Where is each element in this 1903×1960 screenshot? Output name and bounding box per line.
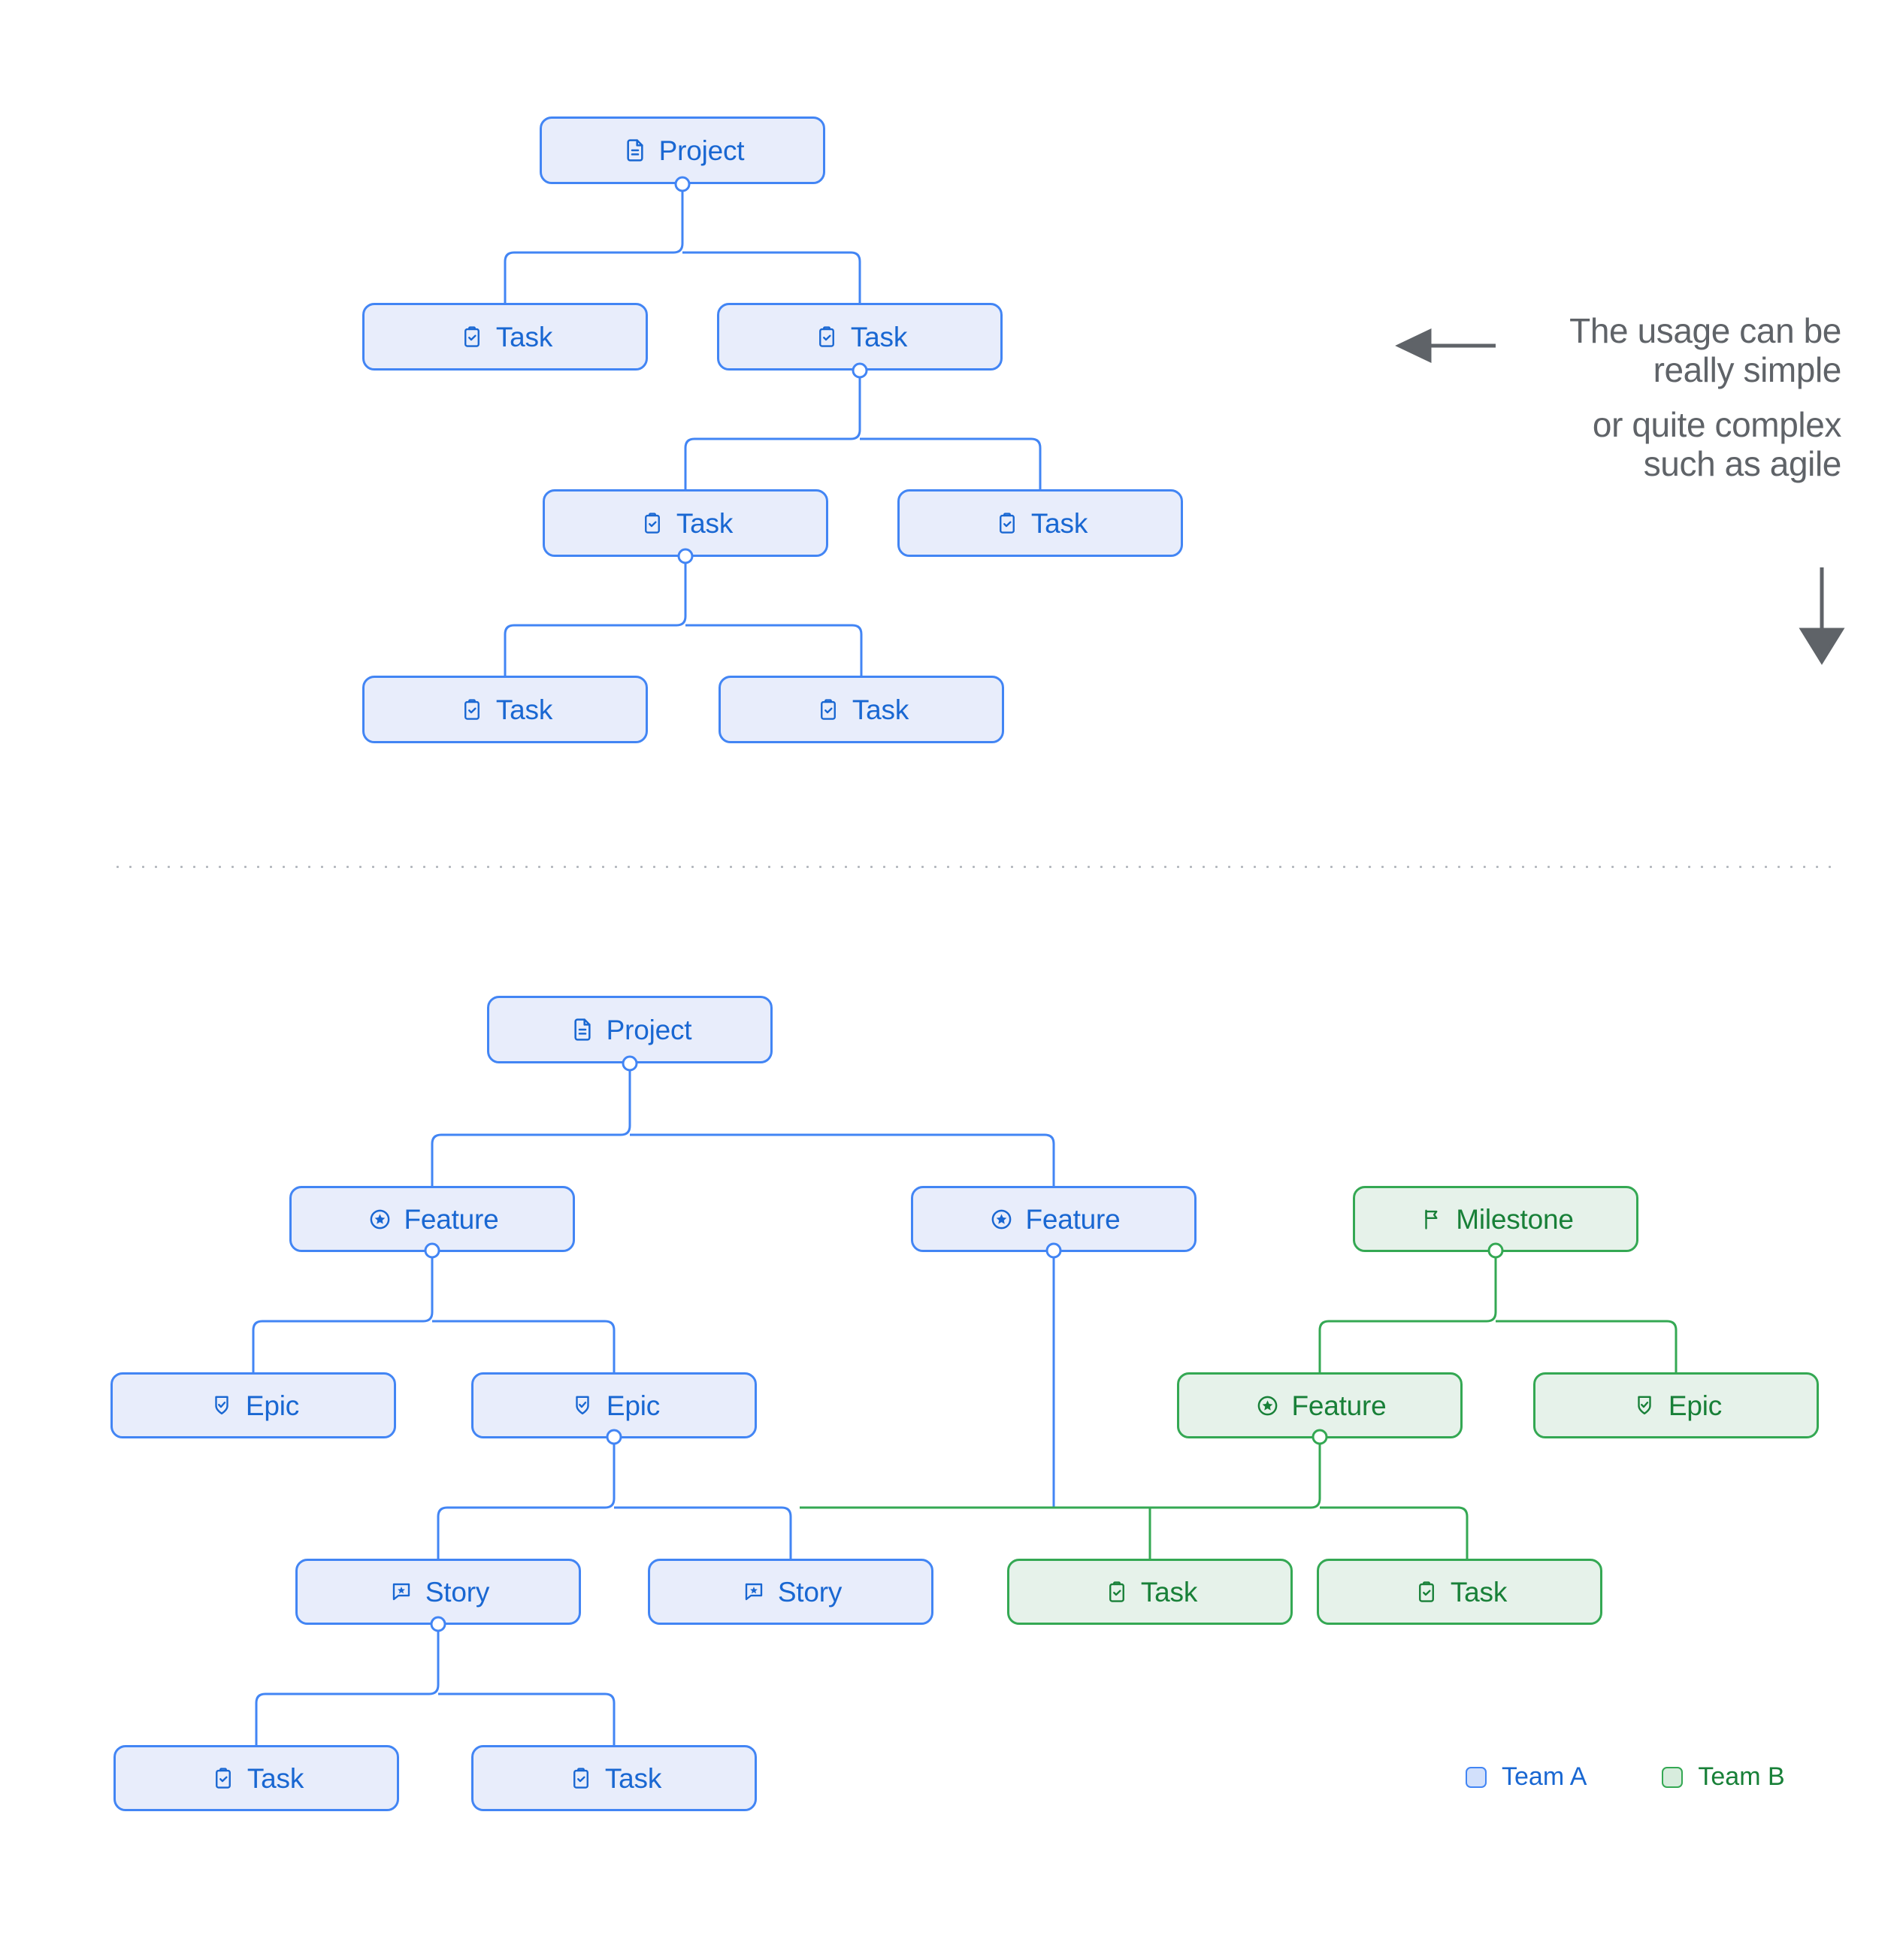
section-divider (111, 866, 1832, 868)
node-label: Epic (245, 1390, 300, 1421)
shield-check-icon (207, 1391, 236, 1420)
node-milestone[interactable]: Milestone (1353, 1186, 1638, 1252)
node-task[interactable]: Task (362, 303, 648, 371)
annotation-line-1: The usage can be (1569, 311, 1841, 350)
annotation-line-4: such as agile (1643, 443, 1842, 483)
shield-check-icon (1630, 1391, 1659, 1420)
annotation-line-2: really simple (1653, 349, 1842, 389)
document-icon (621, 136, 649, 165)
node-label: Task (604, 1762, 662, 1794)
clipboard-check-icon (812, 322, 841, 351)
node-label: Task (850, 321, 908, 352)
node-label: Task (495, 321, 553, 352)
node-label: Task (852, 694, 909, 725)
node-label: Task (247, 1762, 304, 1794)
clipboard-check-icon (209, 1764, 237, 1792)
node-task[interactable]: Task (1007, 1559, 1293, 1625)
annotation-line-3: or quite complex (1592, 405, 1842, 445)
node-label: Feature (1291, 1390, 1387, 1421)
legend-item-team-a[interactable]: Team A (1466, 1762, 1587, 1792)
node-project[interactable]: Project (540, 116, 825, 184)
node-project[interactable]: Project (487, 996, 773, 1063)
legend-label-team-a: Team A (1502, 1762, 1587, 1791)
node-label: Epic (1668, 1390, 1723, 1421)
clipboard-check-icon (993, 509, 1021, 537)
node-story[interactable]: Story (295, 1559, 581, 1625)
node-task[interactable]: Task (113, 1745, 399, 1811)
node-label: Story (777, 1576, 843, 1608)
clipboard-check-icon (638, 509, 667, 537)
node-label: Project (606, 1014, 692, 1045)
node-feature[interactable]: Feature (911, 1186, 1197, 1252)
clipboard-check-icon (814, 695, 843, 724)
speech-star-icon (740, 1577, 768, 1606)
node-task[interactable]: Task (362, 676, 648, 743)
node-feature[interactable]: Feature (1177, 1372, 1463, 1438)
legend-label-team-b: Team B (1698, 1762, 1785, 1791)
legend: Team A Team B (1466, 1762, 1785, 1792)
clipboard-check-icon (458, 695, 486, 724)
node-label: Task (1450, 1576, 1508, 1608)
node-label: Task (1140, 1576, 1198, 1608)
node-task[interactable]: Task (1317, 1559, 1602, 1625)
node-label: Epic (606, 1390, 661, 1421)
node-label: Milestone (1456, 1203, 1574, 1235)
node-task[interactable]: Task (717, 303, 1003, 371)
node-epic[interactable]: Epic (110, 1372, 396, 1438)
node-epic[interactable]: Epic (471, 1372, 757, 1438)
node-task[interactable]: Task (471, 1745, 757, 1811)
annotation-text: The usage can be really simple or quite … (1488, 311, 1842, 483)
node-feature[interactable]: Feature (289, 1186, 575, 1252)
node-label: Task (495, 694, 553, 725)
team-a-swatch-icon (1466, 1766, 1487, 1788)
node-task[interactable]: Task (897, 489, 1183, 557)
clipboard-check-icon (1412, 1577, 1441, 1606)
star-circle-icon (365, 1205, 394, 1233)
legend-item-team-b[interactable]: Team B (1662, 1762, 1785, 1792)
node-label: Feature (1025, 1203, 1121, 1235)
node-label: Task (1030, 507, 1088, 539)
node-label: Project (658, 135, 745, 166)
shield-check-icon (568, 1391, 597, 1420)
clipboard-check-icon (1103, 1577, 1131, 1606)
clipboard-check-icon (567, 1764, 595, 1792)
star-circle-icon (987, 1205, 1015, 1233)
star-circle-icon (1253, 1391, 1281, 1420)
node-label: Story (425, 1576, 490, 1608)
node-story[interactable]: Story (648, 1559, 933, 1625)
flag-icon (1417, 1205, 1446, 1233)
node-task[interactable]: Task (543, 489, 828, 557)
node-task[interactable]: Task (719, 676, 1004, 743)
clipboard-check-icon (458, 322, 486, 351)
speech-star-icon (387, 1577, 416, 1606)
node-label: Task (676, 507, 734, 539)
node-label: Feature (404, 1203, 499, 1235)
node-epic[interactable]: Epic (1533, 1372, 1819, 1438)
team-b-swatch-icon (1662, 1766, 1684, 1788)
document-icon (568, 1015, 597, 1044)
